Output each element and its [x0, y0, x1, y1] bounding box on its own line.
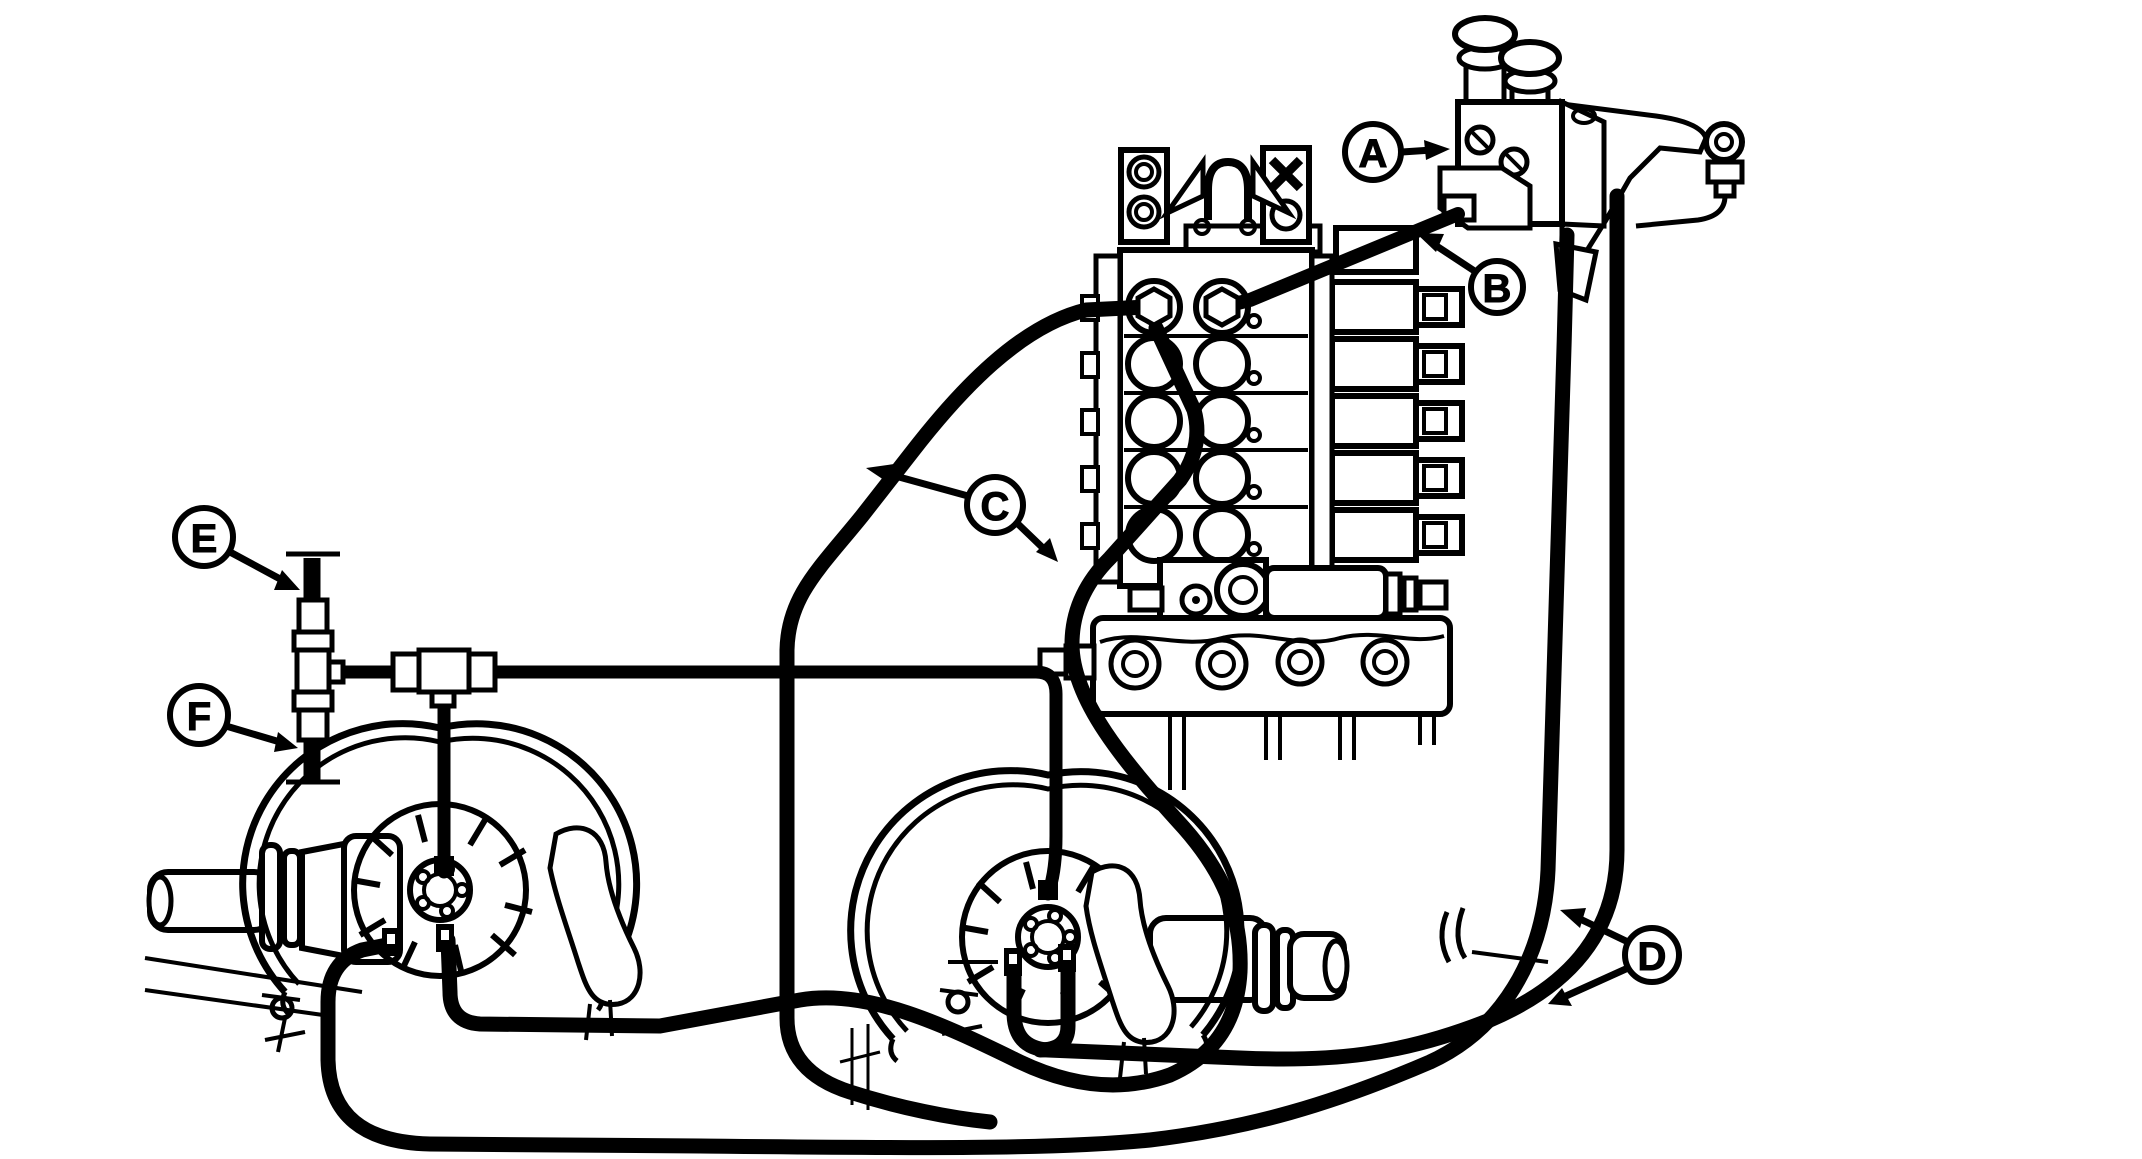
port-fittings	[1135, 286, 1241, 328]
callout-B: B	[1416, 233, 1526, 316]
hub-fittings	[382, 856, 1076, 976]
x-cross-knob	[1268, 156, 1304, 192]
valve-base-manifold	[1037, 615, 1453, 790]
hydraulic-lines	[320, 188, 1625, 1156]
right-axle	[1147, 907, 1468, 1014]
hard-line-main	[325, 665, 1063, 901]
hose-c-return	[440, 320, 1248, 1093]
callout-D-letter: D	[1638, 935, 1667, 979]
left-caliper-bracket	[547, 825, 643, 1007]
callout-C: C	[866, 464, 1058, 562]
callout-D: D	[1548, 908, 1682, 1006]
hose-d-left	[320, 227, 1575, 1156]
callout-B-letter: B	[1483, 267, 1512, 311]
valve-top-bracket	[1118, 145, 1312, 245]
left-wheel-assembly	[239, 720, 643, 1053]
solenoid-stack	[1329, 225, 1465, 563]
master-cylinder-assembly	[1437, 15, 1745, 304]
callout-B-arrowhead	[1416, 233, 1444, 252]
right-caliper-bracket	[1083, 863, 1177, 1045]
callout-E: E	[172, 505, 300, 590]
inline-tee-fitting	[390, 647, 498, 709]
callout-F: F	[167, 683, 298, 752]
left-wheel-spokes	[351, 814, 533, 976]
callout-D-arrowhead-2	[1548, 988, 1572, 1006]
right-wheel-assembly	[847, 767, 1245, 1079]
callout-C-arrowhead-1	[866, 464, 894, 484]
tee-pipe-assembly	[286, 551, 498, 785]
callout-C-arrowhead-2	[1036, 538, 1058, 562]
callout-C-letter: C	[981, 485, 1010, 529]
hose-c-long	[779, 299, 1154, 1130]
callout-A-arrowhead	[1424, 140, 1450, 160]
callouts: A B C D	[167, 121, 1682, 1006]
horseshoe-bracket	[1204, 157, 1252, 220]
callout-A-letter: A	[1359, 132, 1388, 176]
valve-lower-cylinder	[1127, 557, 1449, 621]
callout-D-arrowhead-1	[1560, 908, 1586, 928]
callout-A: A	[1342, 121, 1450, 183]
callout-F-letter: F	[187, 695, 211, 739]
left-lower-bracket	[261, 993, 306, 1053]
mc-elbow-fitting	[1635, 121, 1745, 229]
right-hub-line	[1032, 952, 1076, 1058]
callout-E-arrowhead	[274, 570, 300, 590]
callout-F-arrowhead	[274, 732, 298, 752]
manifold-legs	[1168, 714, 1436, 790]
callout-E-letter: E	[191, 517, 218, 561]
